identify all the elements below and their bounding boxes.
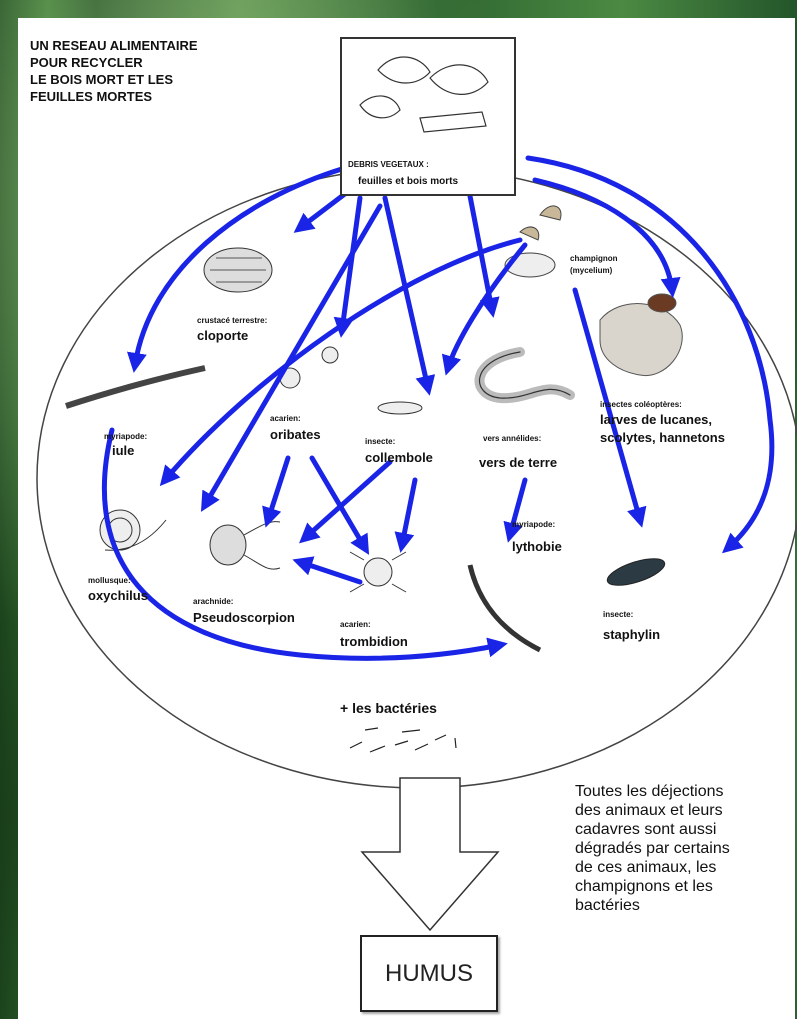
vers-group: vers annélides: — [483, 434, 541, 443]
humus-box: HUMUS — [360, 935, 498, 1012]
bacteria-sketch — [350, 728, 456, 752]
arrow-collembole-to-trombidion — [402, 480, 415, 545]
title-line-2: POUR RECYCLER — [30, 54, 290, 71]
note-line-2: des animaux et leurs — [575, 801, 785, 820]
larves-name-2: scolytes, hannetons — [600, 430, 725, 445]
bacteria-label: + les bactéries — [340, 700, 437, 716]
oribate-sketch — [280, 347, 338, 388]
cloporte-name: cloporte — [197, 328, 248, 343]
note-line-4: dégradés par certains — [575, 839, 785, 858]
pseudoscorpion-group: arachnide: — [193, 597, 233, 606]
debris-label-line1: DEBRIS VEGETAUX : — [348, 160, 429, 169]
humus-arrow — [362, 778, 498, 930]
title-line-4: FEUILLES MORTES — [30, 88, 290, 105]
staphylin-group: insecte: — [603, 610, 633, 619]
collembole-group: insecte: — [365, 437, 395, 446]
champignon-group: champignon — [570, 254, 618, 263]
note-line-3: cadavres sont aussi — [575, 820, 785, 839]
lythobie-group: myriapode: — [512, 520, 555, 529]
arrow-trombidion-to-pseudoscorpion — [300, 562, 360, 582]
champignon-name: (mycelium) — [570, 266, 612, 275]
oribates-name: oribates — [270, 427, 321, 442]
lythobie-sketch — [470, 565, 540, 650]
trombidion-group: acarien: — [340, 620, 371, 629]
cloporte-group: crustacé terrestre: — [197, 316, 267, 325]
iule-group: myriapode: — [104, 432, 147, 441]
title-line-3: LE BOIS MORT ET LES — [30, 71, 290, 88]
oribates-group: acarien: — [270, 414, 301, 423]
staphylin-name: staphylin — [603, 627, 660, 642]
arrow-oribates-to-pseudoscorpion — [268, 458, 288, 520]
note-line-1: Toutes les déjections — [575, 782, 785, 801]
debris-label-line2: feuilles et bois morts — [358, 176, 458, 187]
oxychilus-group: mollusque: — [88, 576, 131, 585]
oxychilus-name: oxychilus — [88, 588, 148, 603]
lythobie-name: lythobie — [512, 539, 562, 554]
larve-sketch — [600, 294, 682, 376]
title-line-1: UN RESEAU ALIMENTAIRE — [30, 37, 290, 54]
debris-box — [340, 37, 516, 196]
arrow-collembole-to-pseudoscorpion — [305, 462, 390, 538]
vers-sketch — [480, 352, 570, 398]
cloporte-sketch — [204, 248, 272, 292]
trombidion-sketch — [350, 552, 406, 592]
collembole-name: collembole — [365, 450, 433, 465]
note-line-5: de ces animaux, les — [575, 858, 785, 877]
pseudoscorpion-sketch — [210, 522, 280, 570]
arrow-oribates-to-trombidion — [312, 458, 365, 548]
collembole-sketch — [378, 402, 422, 414]
iule-sketch — [66, 368, 205, 406]
note-line-6: champignons et les — [575, 877, 785, 896]
vers-name: vers de terre — [479, 455, 557, 470]
staphylin-sketch — [604, 553, 667, 591]
arrow-oxychilus-to-lythobie — [104, 430, 500, 658]
note-text: Toutes les déjections des animaux et leu… — [575, 782, 785, 915]
pseudoscorpion-name: Pseudoscorpion — [193, 610, 295, 625]
diagram-title: UN RESEAU ALIMENTAIRE POUR RECYCLER LE B… — [30, 37, 290, 105]
trombidion-name: trombidion — [340, 634, 408, 649]
ecosystem-ellipse — [37, 168, 797, 788]
iule-name: iule — [112, 443, 134, 458]
note-line-7: bactéries — [575, 896, 785, 915]
larves-group: insectes coléoptères: — [600, 400, 682, 409]
larves-name-1: larves de lucanes, — [600, 412, 712, 427]
